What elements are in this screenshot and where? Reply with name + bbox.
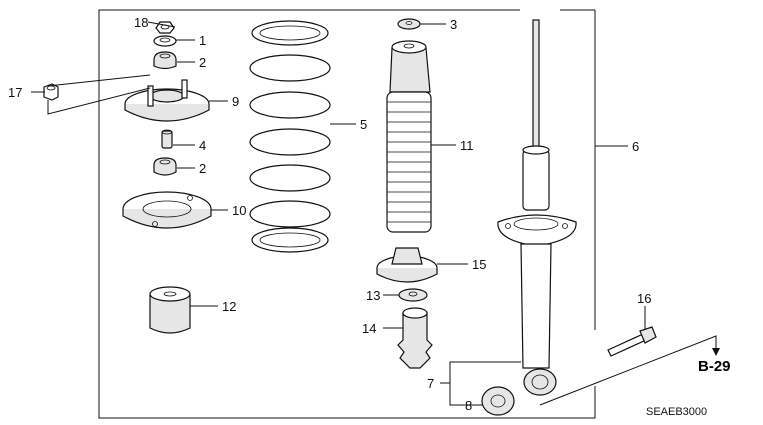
- section-reference-link[interactable]: B-29: [698, 358, 731, 375]
- part-2-bushing-lower: [153, 157, 177, 176]
- part-15-lower-seat: [376, 247, 438, 283]
- callout-2-lower: 2: [199, 161, 206, 176]
- part-2-bushing-upper: [153, 51, 177, 70]
- part-10-spring-seat: [122, 191, 212, 229]
- part-14-bump-stop: [397, 307, 433, 369]
- part-1-washer: [153, 35, 177, 47]
- callout-5: 5: [360, 117, 367, 132]
- arrow-head-icon: [712, 348, 720, 356]
- callout-15: 15: [472, 257, 486, 272]
- part-8-bushing: [481, 386, 515, 416]
- part-16-bolt: [607, 326, 657, 357]
- part-4-collar: [161, 129, 173, 149]
- callout-11: 11: [460, 138, 474, 153]
- part-9-mount-base: [124, 79, 210, 122]
- part-6-shock-absorber: [497, 19, 577, 396]
- callout-4: 4: [199, 138, 206, 153]
- callout-6: 6: [632, 139, 639, 154]
- callout-1: 1: [199, 33, 206, 48]
- callout-18: 18: [134, 15, 148, 30]
- drawing-code: SEAEB3000: [646, 406, 707, 418]
- leader-lines: [31, 21, 720, 406]
- frame-border: [98, 9, 596, 419]
- callout-13: 13: [366, 288, 380, 303]
- part-11-dust-boot: [386, 40, 432, 233]
- callout-8: 8: [465, 398, 472, 413]
- callout-10: 10: [232, 203, 246, 218]
- callout-16: 16: [637, 291, 651, 306]
- callout-2-upper: 2: [199, 55, 206, 70]
- part-3-washer: [397, 18, 421, 30]
- part-12-bump-stop: [149, 286, 191, 334]
- callout-17: 17: [8, 85, 22, 100]
- callout-7: 7: [427, 376, 434, 391]
- callout-9: 9: [232, 94, 239, 109]
- part-5-coil-spring: [249, 20, 331, 253]
- part-13-washer: [398, 288, 428, 302]
- callout-3: 3: [450, 17, 457, 32]
- callout-14: 14: [362, 321, 376, 336]
- part-17-nut: [43, 83, 59, 101]
- callout-12: 12: [222, 299, 236, 314]
